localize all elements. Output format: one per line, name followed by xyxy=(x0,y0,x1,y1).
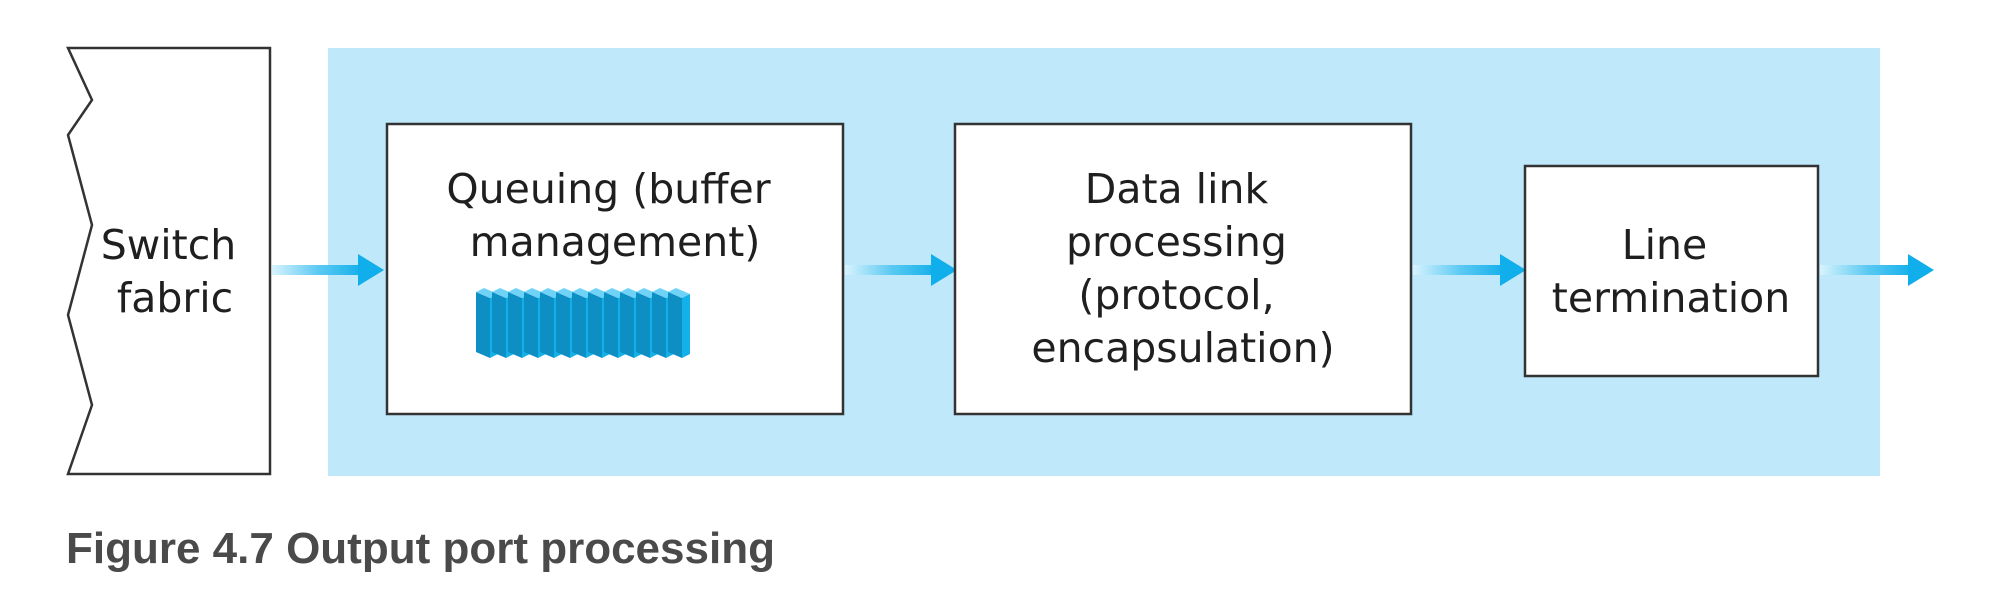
line-termination-stage: Line termination xyxy=(1523,164,1820,378)
svg-text:Data link processing: Data link processing (protocol, encapsul… xyxy=(1031,165,1334,372)
queuing-box xyxy=(385,122,845,416)
data-link-label-line-4: encapsulation) xyxy=(1031,324,1334,372)
queuing-stage: Queuing (buffer management) xyxy=(385,122,845,416)
arrow-fabric-to-queuing xyxy=(272,254,384,286)
data-link-label-line-1: Data link xyxy=(1085,165,1269,213)
svg-text:Switch fabric: Switch fabric xyxy=(101,221,250,322)
line-termination-label-line-2: termination xyxy=(1552,274,1790,322)
data-link-label-line-3: (protocol, xyxy=(1078,271,1274,319)
figure-caption: Figure 4.7 Output port processing xyxy=(66,524,775,573)
queuing-label-line-1: Queuing (buffer xyxy=(446,165,770,213)
queuing-label-line-2: management) xyxy=(470,218,761,266)
switch-fabric-shape xyxy=(66,46,272,476)
arrow-outgoing xyxy=(1820,254,1934,286)
arrow-datalink-to-line xyxy=(1413,254,1526,286)
data-link-box xyxy=(953,122,1413,416)
svg-text:Queuing (buffer manageme: Queuing (buffer management) xyxy=(446,165,783,266)
svg-text:Line termination: Line termination xyxy=(1552,221,1790,322)
queue-packet xyxy=(668,288,690,358)
arrow-queuing-to-datalink xyxy=(845,254,957,286)
queue-packets xyxy=(476,288,690,358)
switch-fabric: Switch fabric xyxy=(66,46,272,476)
line-termination-label-line-1: Line xyxy=(1622,221,1707,269)
line-termination-box xyxy=(1523,164,1820,378)
switch-fabric-label-line-1: Switch xyxy=(101,221,237,269)
data-link-label-line-2: processing xyxy=(1066,218,1287,266)
data-link-stage: Data link processing (protocol, encapsul… xyxy=(953,122,1413,416)
switch-fabric-label-line-2: fabric xyxy=(117,274,233,322)
